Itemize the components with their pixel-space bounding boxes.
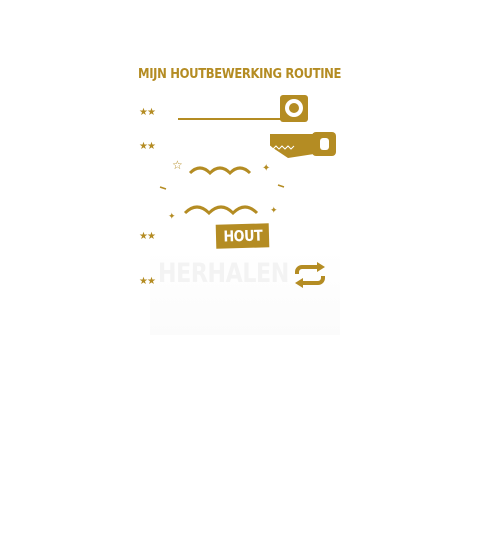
faded-backdrop	[150, 250, 340, 335]
saw-icon	[269, 132, 336, 158]
tape-measure-icon	[178, 95, 308, 122]
step-3-stars: ★★	[139, 231, 156, 242]
svg-text:☆: ☆	[172, 158, 183, 172]
step-4-stars: ★★	[139, 276, 156, 287]
step-2-stars: ★★	[139, 141, 156, 152]
svg-text:✦: ✦	[168, 212, 176, 222]
hout-label: HOUT	[222, 226, 263, 246]
wood-plank-icon: HOUT	[215, 223, 270, 249]
svg-text:✦: ✦	[262, 163, 270, 174]
svg-text:✦: ✦	[270, 206, 278, 216]
wood-burst-graphic: ☆ ✦ ✦ ✦	[159, 158, 285, 222]
repeat-icon	[295, 262, 325, 288]
design-title: MIJN HOUTBEWERKING ROUTINE	[138, 66, 342, 82]
step-1-stars: ★★	[139, 107, 156, 118]
repeat-label: HERHALEN	[158, 258, 289, 289]
